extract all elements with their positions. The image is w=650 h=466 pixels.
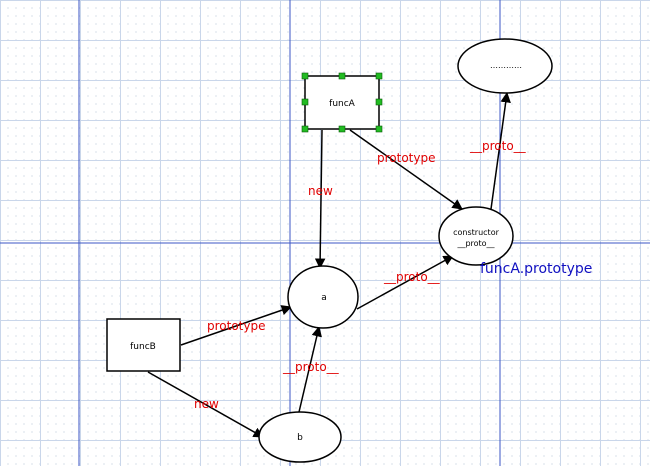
resize-handle[interactable] — [301, 72, 309, 80]
resize-handle[interactable] — [338, 72, 346, 80]
edge-label-funcB-a: prototype — [207, 319, 265, 333]
edge-funcA-a[interactable] — [314, 129, 326, 270]
node-prototype-constructor-label: constructor — [453, 228, 499, 237]
node-funcB[interactable]: funcB — [106, 318, 181, 372]
resize-handle[interactable] — [375, 72, 383, 80]
edge-a-proto[interactable] — [356, 255, 454, 310]
resize-handle[interactable] — [301, 125, 309, 133]
node-a[interactable]: a — [287, 265, 359, 329]
edge-label-funcA-a: new — [308, 184, 333, 198]
resize-handle[interactable] — [301, 98, 309, 106]
node-b[interactable]: b — [258, 411, 342, 463]
node-funcA-label: funcA — [329, 99, 356, 109]
node-funcA[interactable]: funcA — [301, 72, 383, 133]
edge-funcA-proto[interactable] — [349, 129, 463, 210]
edge-b-a[interactable] — [298, 325, 322, 413]
resize-handle[interactable] — [375, 98, 383, 106]
edge-label-funcB-b: new — [194, 397, 219, 411]
node-prototype-proto-label: __proto__ — [456, 239, 495, 248]
node-b-label: b — [297, 433, 303, 443]
node-funcB-label: funcB — [130, 342, 156, 352]
resize-handle[interactable] — [375, 125, 383, 133]
node-a-label: a — [321, 293, 327, 303]
edge-label-a-proto: __proto__ — [383, 270, 441, 284]
edge-label-funcA-proto: prototype — [377, 151, 435, 165]
edge-funcB-b[interactable] — [147, 371, 264, 438]
annotation-funcA-prototype: funcA.prototype — [480, 261, 592, 277]
node-top-object-label: ………… — [490, 61, 522, 70]
resize-handle[interactable] — [338, 125, 346, 133]
node-prototype-object[interactable]: constructor __proto__ — [438, 206, 514, 266]
node-top-object[interactable]: ………… — [457, 38, 553, 94]
edge-label-proto-top: __proto__ — [469, 139, 527, 153]
edge-label-b-a: __proto__ — [282, 360, 340, 374]
edge-proto-top[interactable] — [490, 91, 511, 210]
selection-handles[interactable] — [301, 72, 383, 133]
edge-funcB-a[interactable] — [180, 305, 292, 346]
